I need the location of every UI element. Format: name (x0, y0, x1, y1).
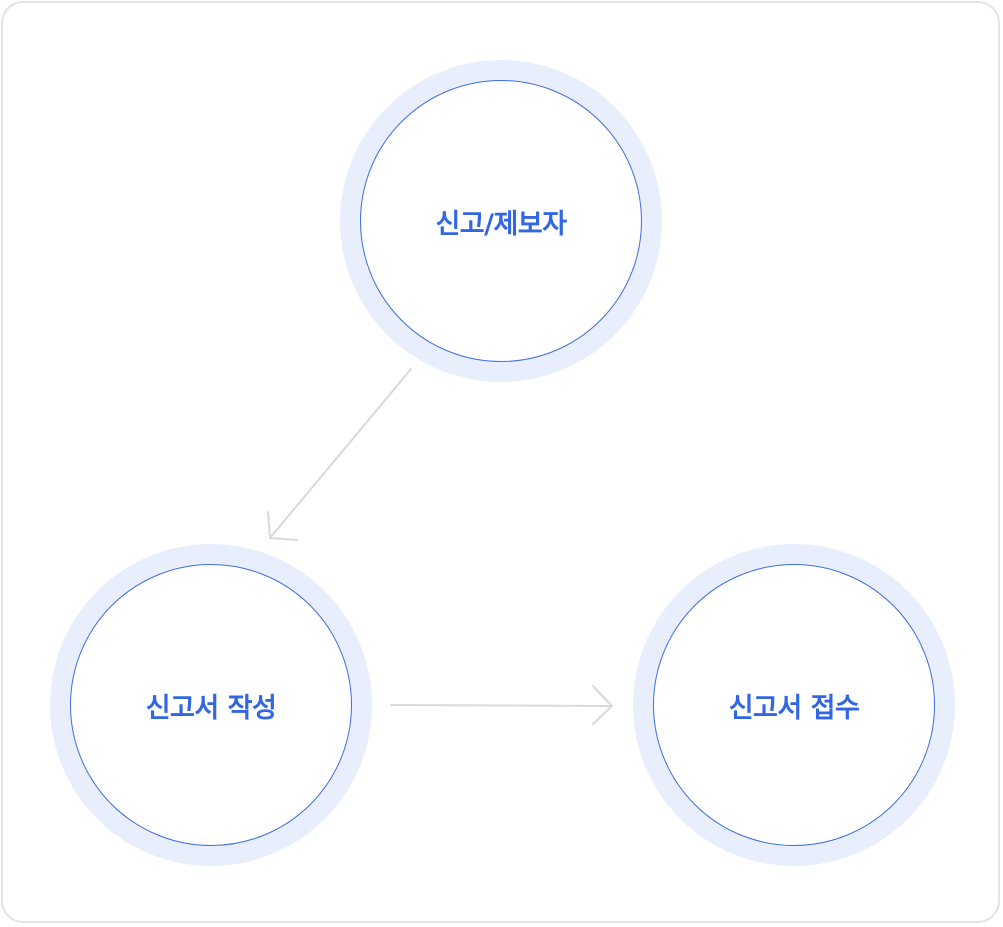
node-reporter: 신고/제보자 (340, 60, 662, 382)
node-reporter-circle: 신고/제보자 (360, 80, 642, 362)
node-receive-report-label: 신고서 접수 (728, 692, 860, 724)
node-write-report-label: 신고서 작성 (145, 692, 277, 724)
node-write-report-circle: 신고서 작성 (70, 564, 352, 846)
node-reporter-label: 신고/제보자 (435, 208, 567, 240)
node-write-report: 신고서 작성 (50, 544, 372, 866)
node-receive-report-circle: 신고서 접수 (653, 564, 935, 846)
node-receive-report: 신고서 접수 (633, 544, 955, 866)
